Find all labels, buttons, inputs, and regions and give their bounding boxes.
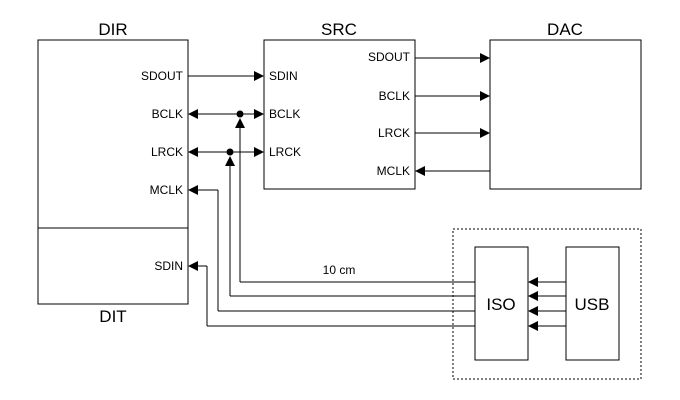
src-lrck-to-dac-wire [415,128,490,138]
dir-dit-block [37,39,189,305]
arrowhead [254,147,264,157]
arrowhead [188,109,198,119]
arrowhead [528,291,538,301]
usb-to-iso-wires [528,277,566,331]
arrowhead [480,91,490,101]
dit-title: DIT [99,307,126,326]
lrck-wire [188,147,264,157]
src-bclk-to-dac-wire [415,91,490,101]
dit-sdin-label: SDIN [154,259,183,273]
dir-sdout-label: SDOUT [141,69,184,83]
arrowhead [188,147,198,157]
dir-mclk-label: MCLK [150,183,183,197]
iso-block [474,246,529,361]
arrowhead [254,71,264,81]
iso-lrck-wire [225,156,475,297]
src-title: SRC [321,20,357,39]
iso-sdin-wire [188,261,475,327]
arrowhead [480,53,490,63]
arrowhead [528,306,538,316]
src-block [263,39,416,190]
arrowhead [225,156,235,166]
arrowhead [188,261,198,271]
dac-title: DAC [547,20,583,39]
junction-dot [226,148,234,156]
dir-bclk-label: BCLK [152,107,183,121]
isolation-enclosure [452,228,642,380]
dac-mclk-to-src-wire [415,166,490,176]
bclk-wire [188,109,264,119]
arrowhead [415,166,425,176]
src-bclk-out-label: BCLK [379,89,410,103]
src-lrck-label: LRCK [269,145,301,159]
arrowhead [188,185,198,195]
arrowhead [235,118,245,128]
arrowhead [480,128,490,138]
src-sdin-label: SDIN [269,69,298,83]
src-mclk-label: MCLK [377,164,410,178]
src-lrck-out-label: LRCK [378,126,410,140]
arrowhead [528,277,538,287]
iso-mclk-wire [188,185,475,312]
dir-title: DIR [98,20,127,39]
junction-dot [236,110,244,118]
dac-block [489,39,642,190]
src-bclk-label: BCLK [269,107,300,121]
src-sdout-label: SDOUT [368,50,411,64]
arrowhead [254,109,264,119]
dir-lrck-label: LRCK [151,145,183,159]
src-sdout-to-dac-wire [415,53,490,63]
usb-title: USB [575,295,610,314]
usb-block [565,246,620,361]
sdout-to-sdin-wire [188,71,264,81]
arrowhead [528,321,538,331]
iso-title: ISO [486,295,515,314]
iso-bclk-wire [235,118,475,283]
cable-length-label: 10 cm [323,263,356,277]
